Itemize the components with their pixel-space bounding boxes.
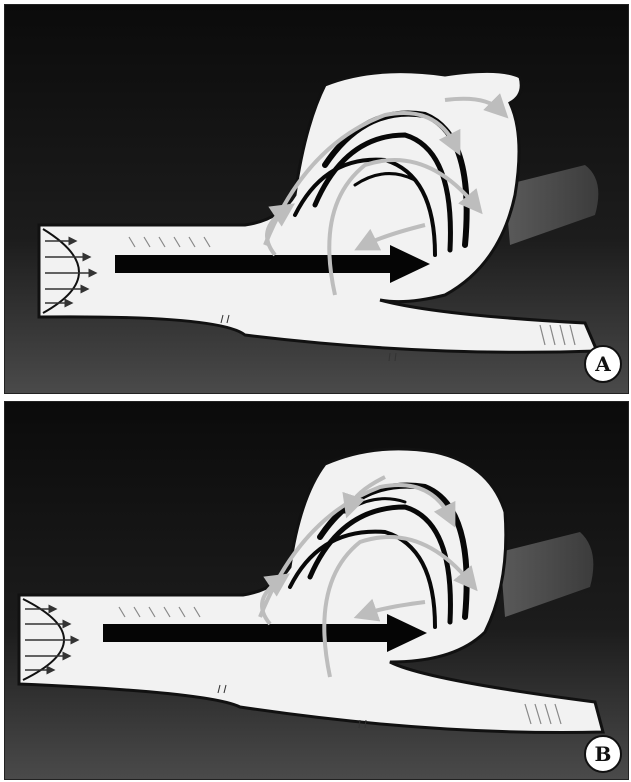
panel-label-badge: A — [584, 345, 622, 383]
panel-label-badge: B — [584, 735, 622, 773]
diagram-panel-b: B — [4, 401, 629, 780]
aneurysm-flow-diagram — [5, 5, 628, 393]
aneurysm-flow-diagram — [5, 402, 628, 779]
diagram-panel-a: A — [4, 4, 629, 394]
